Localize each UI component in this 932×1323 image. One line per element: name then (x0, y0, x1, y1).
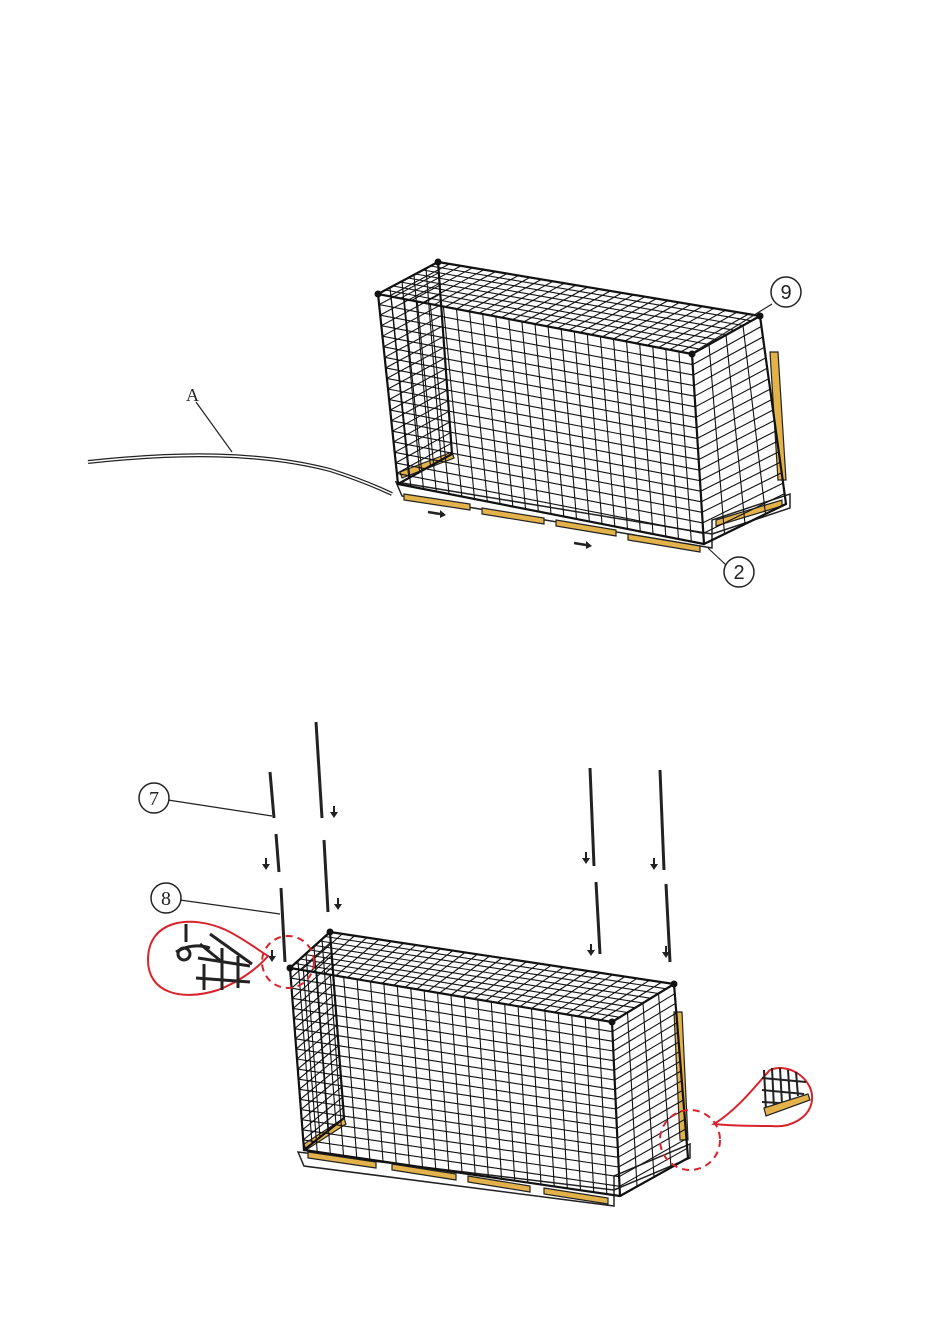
callout-8: 8 (151, 883, 280, 914)
rod-a-label: A (186, 385, 199, 405)
down-arrow-icon (334, 898, 342, 910)
loose-rod-a: A (88, 385, 392, 494)
figure-2-net-cage: 7 8 (139, 722, 812, 1206)
down-arrow-icon (330, 806, 338, 818)
right-arrow-icon (574, 541, 592, 549)
rod-7 (276, 834, 279, 872)
rod-7 (270, 772, 274, 818)
detail-magnifier-icon (148, 922, 314, 995)
down-arrow-icon (587, 944, 595, 956)
callout-7: 7 (139, 783, 272, 816)
down-arrow-icon (650, 858, 658, 870)
callout-8-label: 8 (161, 888, 171, 910)
callout-7-label: 7 (149, 788, 159, 810)
figure-1-net-cage: A 9 (88, 259, 801, 588)
callout-9-label: 9 (780, 282, 791, 304)
net-cage-2 (287, 929, 689, 1197)
wood-plank (770, 352, 786, 480)
down-arrow-icon (582, 852, 590, 864)
rod-8 (281, 888, 285, 962)
callout-2-label: 2 (733, 562, 744, 584)
right-arrow-icon (428, 510, 446, 518)
down-arrow-icon (262, 858, 270, 870)
callout-2: 2 (708, 548, 754, 587)
vertical-rods (270, 722, 670, 962)
